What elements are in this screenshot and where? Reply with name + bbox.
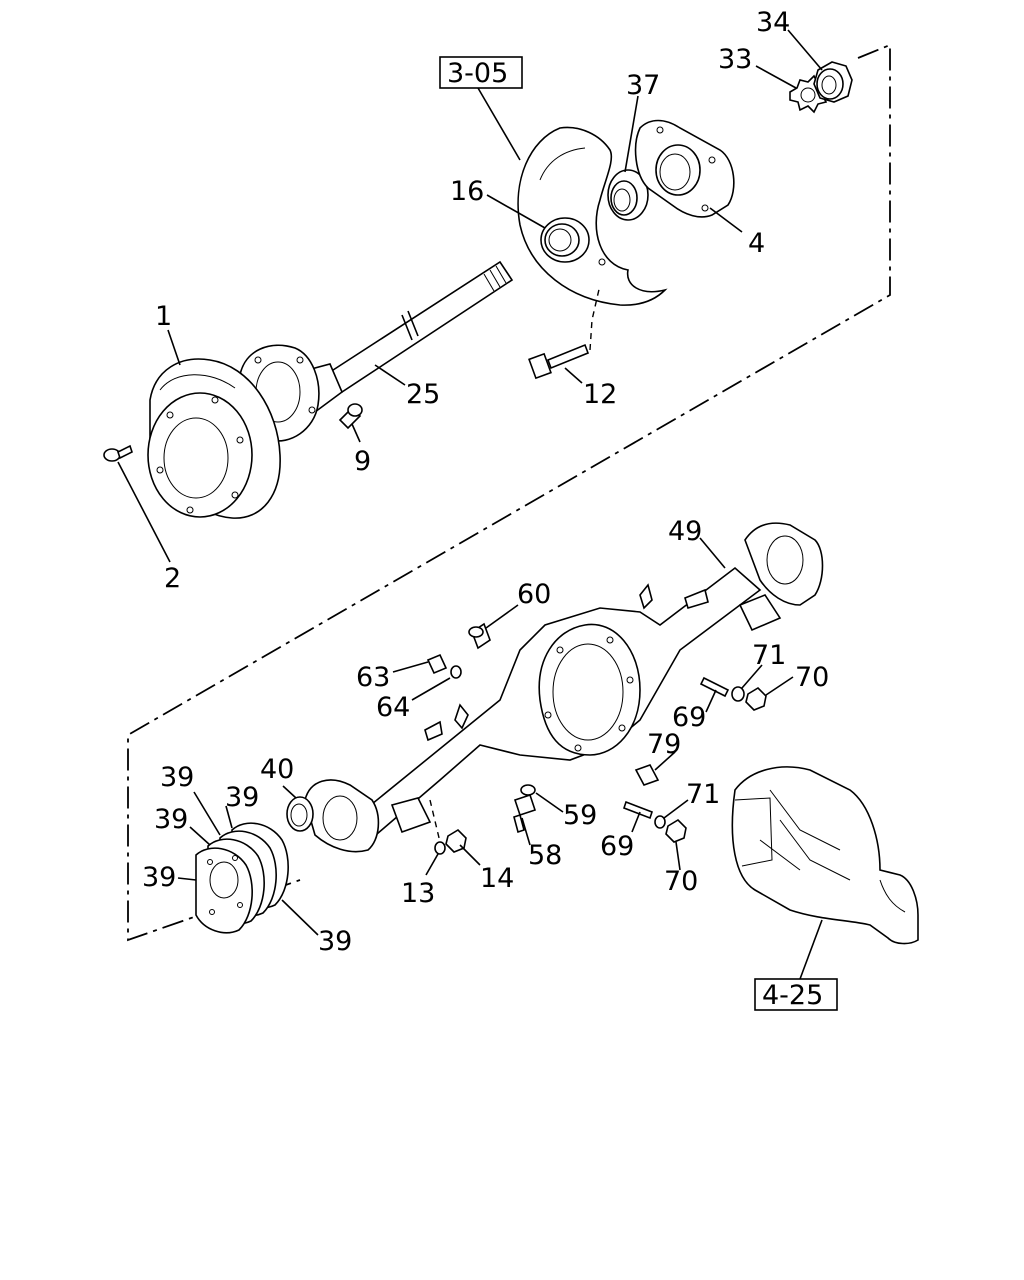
callout-39-lower-left: 39 xyxy=(142,862,176,893)
callout-39-bottom: 39 xyxy=(318,926,352,957)
callout-71-upper: 71 xyxy=(752,640,786,671)
shield-bolt xyxy=(528,343,590,380)
washer-13 xyxy=(434,841,446,855)
callout-69-lower: 69 xyxy=(600,831,634,862)
oil-seal xyxy=(540,217,590,263)
axle-shaft xyxy=(238,260,514,442)
svg-text:3-05: 3-05 xyxy=(447,58,508,89)
callout-59: 59 xyxy=(563,800,597,831)
drum-screw xyxy=(103,444,133,462)
callout-25: 25 xyxy=(406,379,440,410)
leader-lines xyxy=(117,29,823,936)
hub-bolt xyxy=(338,403,363,430)
callout-39-top-left: 39 xyxy=(160,762,194,793)
washer-lower xyxy=(654,815,666,829)
callout-1: 1 xyxy=(155,301,172,332)
washer-59 xyxy=(520,784,536,796)
brake-drum xyxy=(147,358,281,519)
drain-bolt xyxy=(634,764,660,786)
stud-upper xyxy=(699,676,730,698)
callout-49: 49 xyxy=(668,516,702,547)
reference-box-3-05[interactable]: 3-05 xyxy=(439,56,523,89)
callout-13: 13 xyxy=(401,878,435,909)
reference-box-4-25[interactable]: 4-25 xyxy=(754,978,838,1011)
callout-4: 4 xyxy=(748,228,765,259)
callout-37: 37 xyxy=(626,70,660,101)
axle-housing xyxy=(304,522,824,853)
differential-carrier xyxy=(731,766,919,945)
plug-gasket xyxy=(450,665,462,679)
callout-63: 63 xyxy=(356,662,390,693)
nut-lower xyxy=(665,818,687,843)
callout-33: 33 xyxy=(718,44,752,75)
shim-stack xyxy=(195,822,289,934)
callout-40: 40 xyxy=(260,754,294,785)
breather-plug xyxy=(468,622,491,650)
callout-39-top-right: 39 xyxy=(225,782,259,813)
callout-58: 58 xyxy=(528,840,562,871)
callout-2: 2 xyxy=(164,563,181,594)
svg-text:4-25: 4-25 xyxy=(762,980,823,1011)
bearing xyxy=(607,169,649,221)
callout-9: 9 xyxy=(354,446,371,477)
callout-64: 64 xyxy=(376,692,410,723)
nut-upper xyxy=(745,686,767,711)
callout-79: 79 xyxy=(647,729,681,760)
bearing-retainer xyxy=(634,119,735,218)
callout-60: 60 xyxy=(517,579,551,610)
lock-nut xyxy=(813,61,853,103)
bolt-58 xyxy=(513,793,537,834)
stud-lower xyxy=(622,800,654,820)
callout-71-lower: 71 xyxy=(686,779,720,810)
callout-16: 16 xyxy=(450,176,484,207)
filler-plug xyxy=(426,653,448,675)
callout-70-lower: 70 xyxy=(664,866,698,897)
callout-14: 14 xyxy=(480,863,514,894)
callout-69-upper: 69 xyxy=(672,702,706,733)
assembly-boundary-line xyxy=(127,43,891,942)
callout-34: 34 xyxy=(756,7,790,38)
housing-oil-seal xyxy=(286,796,314,832)
washer-upper xyxy=(731,686,745,702)
callout-70-upper: 70 xyxy=(795,662,829,693)
callout-12: 12 xyxy=(583,379,617,410)
callout-39-middle: 39 xyxy=(154,804,188,835)
callout-labels: 34 33 37 16 4 1 25 12 9 2 49 60 63 64 71… xyxy=(142,7,829,957)
